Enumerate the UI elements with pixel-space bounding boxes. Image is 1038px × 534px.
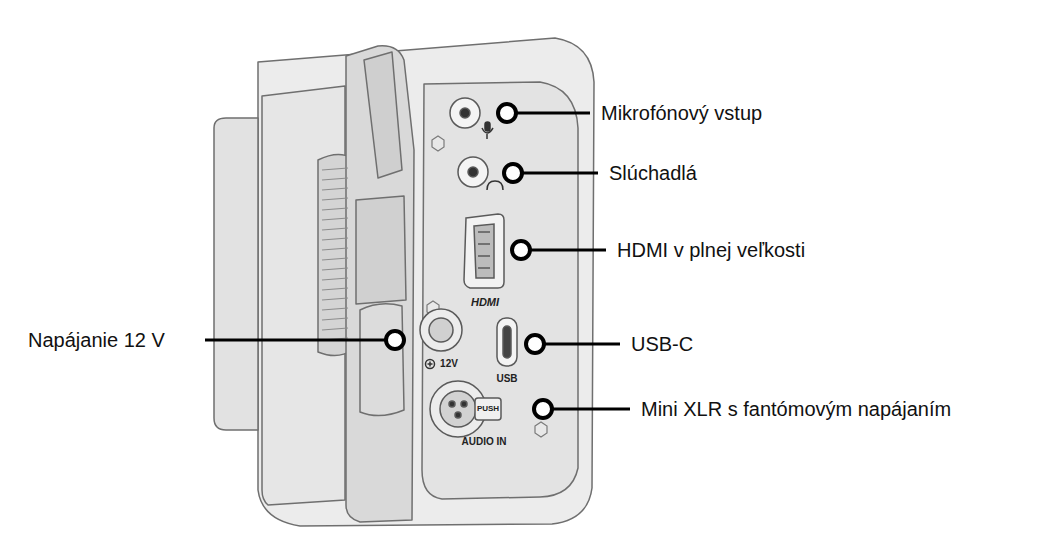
port-marking: PUSH [477,404,499,414]
port-marking: 12V [440,358,458,370]
camera-body [214,38,594,526]
callout-label: Slúchadlá [609,161,697,185]
callout-label: Napájanie 12 V [28,328,165,352]
port-marking: AUDIO IN [462,436,507,448]
vent-slots [322,168,348,340]
leader-lines [205,104,630,418]
screws [427,136,547,437]
callout-label: HDMI v plnej veľkosti [617,238,805,262]
port-marking: USB [496,373,517,385]
callout-label: Mini XLR s fantómovým napájaním [641,397,951,421]
port-marking: HDMI [471,296,499,309]
callout-label: USB-C [631,332,693,356]
callout-label: Mikrofónový vstup [601,101,762,125]
port-icons [426,122,504,369]
ports [420,98,517,437]
